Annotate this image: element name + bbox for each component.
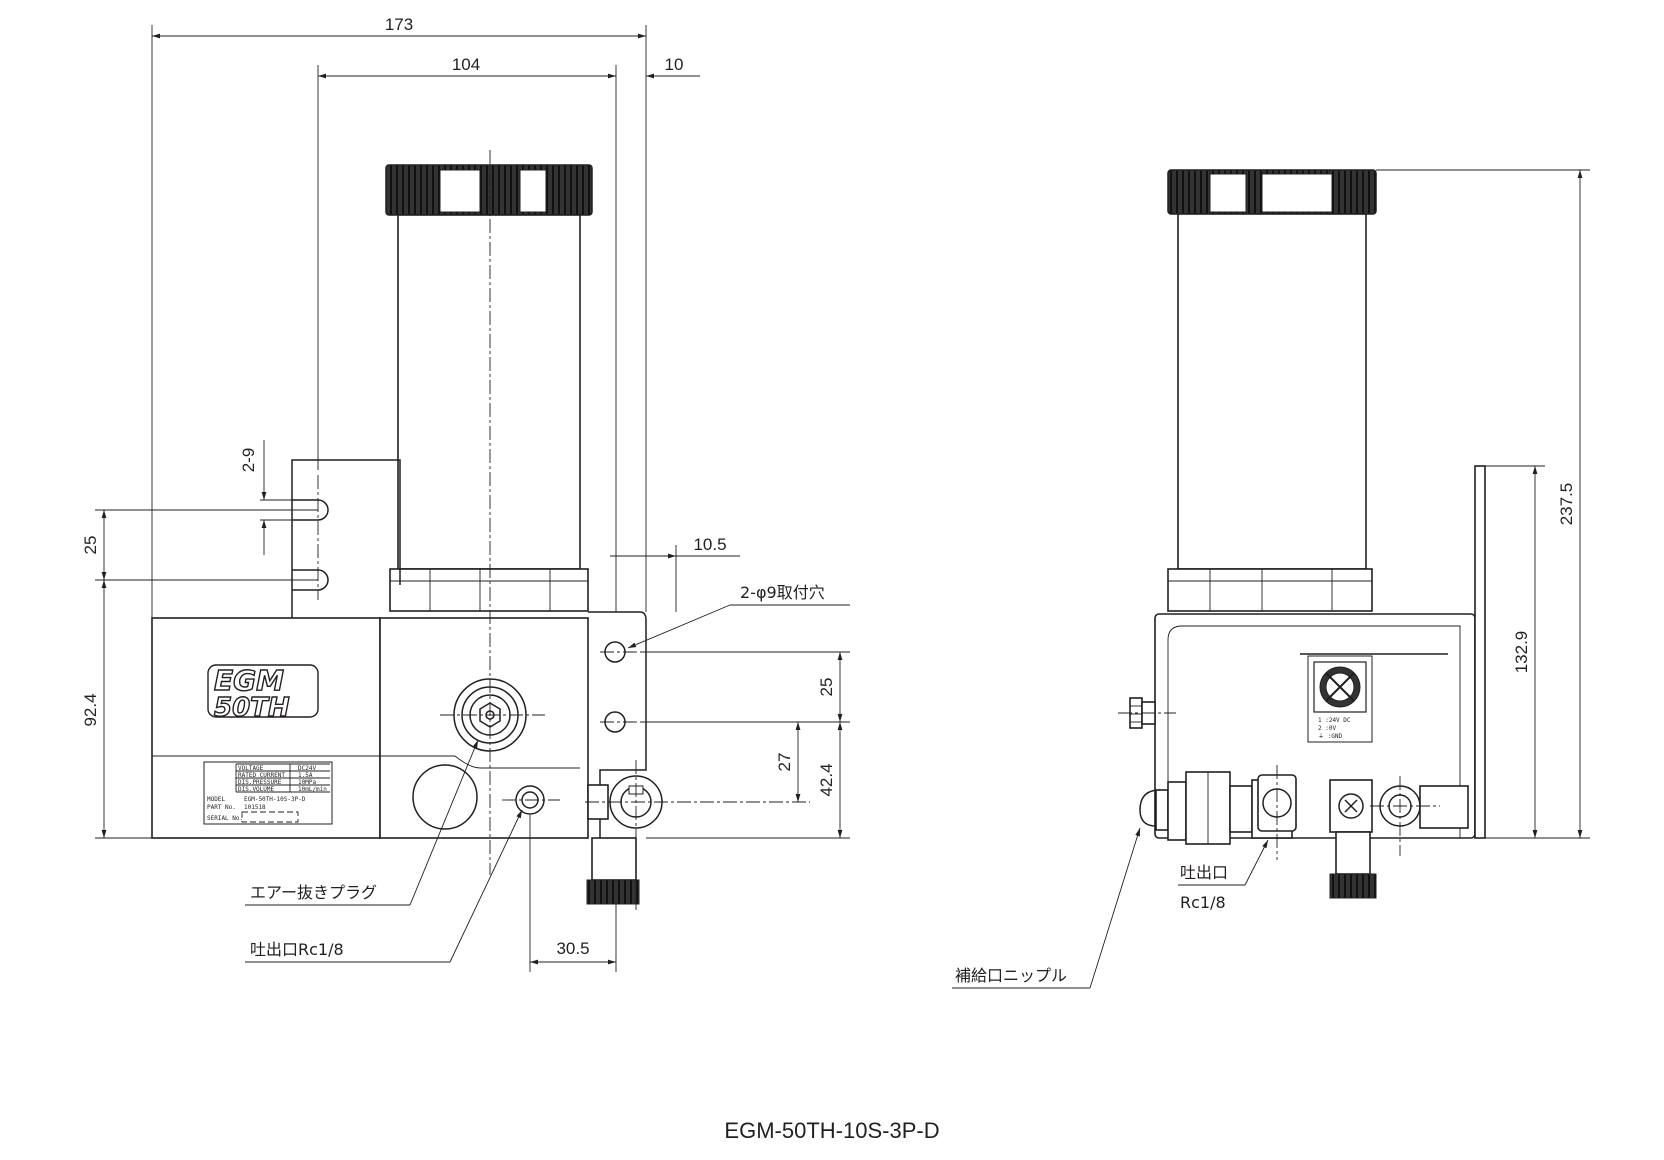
electrical-connector: 1 :24V DC 2 :0V ⏚ :GND: [1307, 655, 1373, 743]
nameplate-model-label: MODEL: [207, 796, 225, 803]
dim-overall-width: 173: [385, 15, 413, 34]
label-outlet-left: 吐出口Rc1/8: [250, 940, 344, 959]
dim-outlet-height: 27: [775, 753, 794, 772]
egm-logo: EGM 50TH: [207, 663, 319, 724]
side-fitting: [586, 775, 663, 905]
reservoir-collar-side: [1167, 568, 1373, 612]
side-bolt: [1118, 697, 1176, 729]
label-fill-nipple: 補給口ニップル: [955, 966, 1067, 985]
dim-hole-height: 42.4: [817, 763, 836, 796]
dim-slot-pitch: 25: [81, 536, 100, 555]
label-air-vent-plug: エアー抜きプラグ: [250, 883, 377, 902]
side-view: 1 :24V DC 2 :0V ⏚ :GND: [952, 169, 1590, 989]
nameplate: VOLTAGE DC24V RATED CURRENT 1.5A DIS.PRE…: [203, 761, 333, 825]
label-outlet-right-2: Rc1/8: [1180, 893, 1226, 912]
nameplate-current-key: RATED CURRENT: [238, 772, 285, 779]
reservoir-tube: [397, 214, 581, 570]
bottom-valve: [1329, 776, 1469, 899]
nameplate-serial-label: SERIAL No.: [207, 815, 243, 822]
dim-hole-offset: 10.5: [693, 535, 726, 554]
reservoir-tube-side: [1177, 213, 1367, 570]
nameplate-part-label: PART No.: [207, 804, 236, 811]
label-outlet-right-1: 吐出口: [1180, 863, 1228, 882]
outlet-port-side: [1257, 765, 1297, 860]
dim-base-height: 92.4: [81, 693, 100, 726]
connector-legend-3: ⏚ :GND: [1318, 733, 1342, 740]
nameplate-voltage-value: DC24V: [298, 765, 316, 772]
nameplate-pressure-key: DIS.PRESSURE: [238, 779, 282, 786]
logo-line2: 50TH: [214, 693, 290, 723]
connector-legend-1: 1 :24V DC: [1318, 717, 1351, 724]
dim-outlet-offset: 30.5: [556, 939, 589, 958]
rear-bracket-side: [1474, 465, 1486, 839]
nameplate-voltage-key: VOLTAGE: [238, 765, 264, 772]
side-bracket: [588, 611, 647, 838]
nameplate-model-value: EGM-50TH-10S-3P-D: [244, 796, 306, 803]
reservoir-collar: [389, 568, 589, 612]
nameplate-volume-value: 10mL/min: [298, 786, 327, 793]
nameplate-current-value: 1.5A: [298, 772, 313, 779]
reservoir-cap: [385, 164, 593, 216]
drawing-caption: EGM-50TH-10S-3P-D: [724, 1118, 939, 1143]
dim-hole-pitch: 25: [817, 678, 836, 697]
dim-body-width: 104: [452, 55, 480, 74]
dim-slot-width: 2-9: [239, 448, 258, 473]
pump-body: [379, 617, 589, 839]
dim-bracket-height: 132.9: [1512, 631, 1531, 674]
nameplate-volume-key: DIS.VOLUME: [238, 786, 275, 793]
front-view: EGM 50TH VOLTAGE DC24V RATED CURRENT 1.5…: [81, 15, 850, 972]
label-mounting-holes: 2-φ9取付穴: [740, 583, 825, 602]
logo-line1: EGM: [214, 664, 284, 697]
nameplate-part-value: 101518: [244, 804, 266, 811]
dim-total-height: 237.5: [1557, 483, 1576, 526]
connector-legend-2: 2 :0V: [1318, 725, 1336, 732]
nameplate-pressure-value: 10MPa: [298, 779, 316, 786]
dim-bracket-width: 10: [665, 55, 684, 74]
mounting-bracket-slotted: [291, 459, 401, 618]
motor-port: [412, 764, 478, 830]
